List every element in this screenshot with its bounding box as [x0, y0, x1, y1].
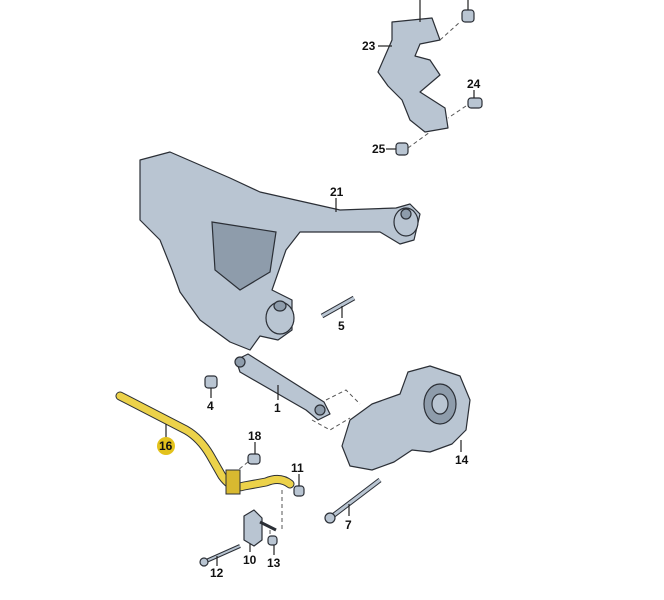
part-16-stabilizer-bar[interactable] — [115, 391, 295, 495]
part-10-coupling-rod[interactable] — [243, 509, 277, 552]
part-5-bolt[interactable] — [320, 295, 356, 319]
label-part-18: 18 — [248, 429, 262, 443]
part-25-bolt[interactable] — [386, 131, 431, 156]
label-part-21: 21 — [330, 185, 344, 199]
label-part-12: 12 — [210, 566, 224, 580]
part-18-bolt[interactable] — [237, 442, 261, 471]
part-23-bracket[interactable] — [377, 0, 461, 133]
part-21-subframe[interactable] — [139, 151, 421, 351]
part-1-lateral-link[interactable] — [234, 353, 361, 431]
highlight-callout-circle — [157, 437, 175, 455]
part-12-bolt[interactable] — [199, 544, 241, 567]
part-14-wheel-bearing-housing[interactable] — [341, 365, 471, 471]
bolt-top[interactable] — [461, 0, 475, 23]
label-part-7: 7 — [345, 518, 352, 532]
part-7-bolt[interactable] — [324, 478, 382, 524]
part-13-nut[interactable] — [267, 535, 278, 555]
label-part-1: 1 — [274, 401, 281, 415]
part-11-nut[interactable] — [293, 474, 305, 497]
label-part-23: 23 — [362, 39, 376, 53]
label-part-5: 5 — [338, 319, 345, 333]
label-part-4: 4 — [207, 399, 214, 413]
part-24-bolt[interactable] — [447, 90, 483, 119]
label-part-11: 11 — [291, 461, 304, 475]
label-part-16: 16 — [159, 439, 173, 453]
part-4-nut[interactable] — [204, 375, 218, 398]
label-part-10: 10 — [243, 553, 257, 567]
label-part-14: 14 — [455, 453, 469, 467]
label-part-25: 25 — [372, 142, 386, 156]
label-part-13: 13 — [267, 556, 281, 570]
label-part-24: 24 — [467, 77, 481, 91]
